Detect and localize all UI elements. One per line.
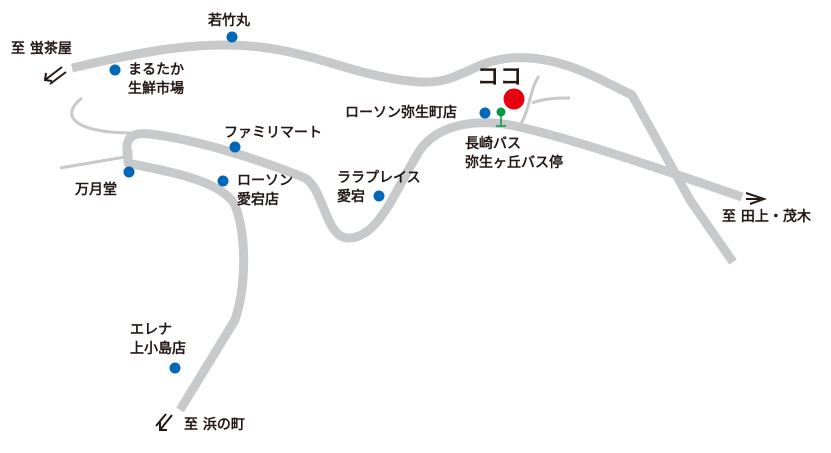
label-mangetsudo: 万月堂: [75, 182, 117, 198]
road-north: [70, 40, 737, 265]
direction-hamanomachi: 至 浜の町: [184, 417, 245, 433]
marker-mangetsudo: [123, 166, 135, 178]
side-road-west: [59, 155, 126, 170]
direction-hotarujaya: 至 蛍茶屋: [11, 41, 72, 57]
label-line: ララプレイス: [337, 170, 421, 186]
label-familymart: ファミリマート: [224, 125, 322, 141]
label-line: まるたか: [128, 62, 184, 78]
arrow-left-down-icon: [43, 66, 67, 85]
label-elena: エレナ 上小島店: [130, 321, 186, 359]
label-marutaka: まるたか 生鮮市場: [128, 61, 184, 99]
label-line: 生鮮市場: [128, 81, 184, 97]
label-lawson-yayoi: ローソン弥生町店: [345, 105, 457, 121]
road-south: [123, 150, 249, 413]
label-line: 長崎バス: [465, 136, 521, 152]
marker-lawson-yayoi: [479, 107, 491, 119]
marker-marutaka: [109, 64, 121, 76]
arrow-down-left-icon: [155, 413, 173, 431]
current-location-marker: [503, 88, 525, 110]
arrow-right-icon: [745, 192, 768, 205]
side-road-here-1: [518, 75, 541, 126]
label-line: ローソン: [237, 173, 293, 189]
label-line: 愛宕店: [237, 192, 279, 208]
label-line: 弥生ヶ丘バス停: [465, 155, 563, 171]
marker-wakatakemaru: [226, 31, 238, 43]
marker-familymart: [229, 141, 241, 153]
label-wakatakemaru: 若竹丸: [208, 13, 250, 29]
marker-lawson-atago: [217, 175, 229, 187]
label-line: 愛宕: [337, 189, 365, 205]
label-lalaplace: ララプレイス 愛宕: [337, 169, 421, 207]
marker-lalaplace: [373, 190, 385, 202]
label-lawson-atago: ローソン 愛宕店: [237, 172, 293, 210]
label-bus-stop: 長崎バス 弥生ヶ丘バス停: [465, 135, 563, 173]
bus-stop-icon: [496, 107, 506, 127]
direction-tagami-mogi: 至 田上・茂木: [722, 209, 811, 225]
label-line: 上小島店: [130, 341, 186, 357]
marker-elena: [169, 362, 181, 374]
side-road-here-2: [531, 96, 571, 105]
road-main: [122, 118, 744, 243]
label-line: エレナ: [130, 322, 172, 338]
side-road-west-loop: [70, 96, 131, 135]
here-label: ココ: [477, 65, 524, 90]
